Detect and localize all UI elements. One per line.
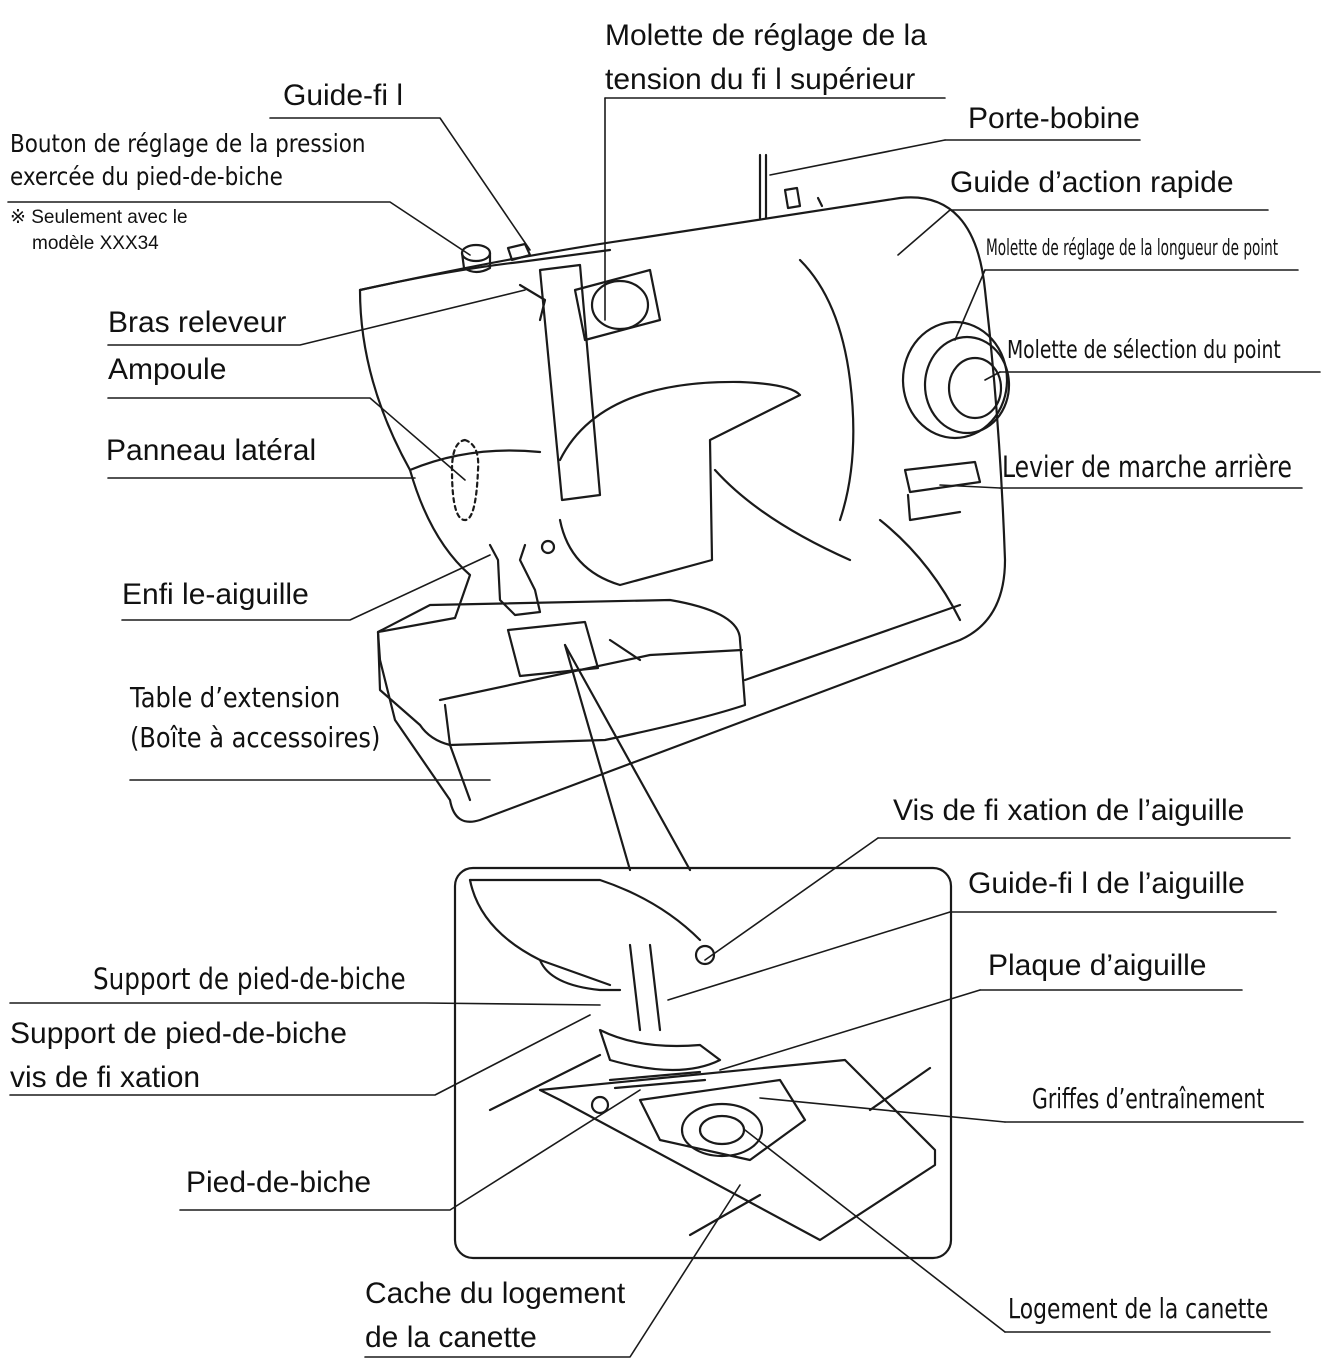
pressure-dial-note-line-1: ※ Seulement avec le [10, 207, 188, 228]
pressure-dial-label: Bouton de réglage de la pression exercée… [10, 127, 365, 193]
inset-detail-drawing [453, 866, 953, 1260]
bobbin-case-label: Logement de la canette [1008, 1292, 1269, 1325]
reverse-lever-label: Levier de marche arrière [1002, 450, 1292, 484]
stitch-length-dial-label: Molette de réglage de la longueur de poi… [986, 236, 1279, 261]
presser-foot-holder-label: Support de pied-de-biche [93, 962, 406, 996]
holder-screw-label: Support de pied-de-biche vis de fi xatio… [10, 1012, 347, 1100]
thread-guide-label: Guide-fi l [283, 79, 404, 112]
needle-plate-label: Plaque d’aiguille [988, 949, 1207, 982]
pressure-dial-label-line-1: Bouton de réglage de la pression [10, 129, 366, 158]
bobbin-cover-label-line-1: Cache du logement [365, 1277, 626, 1310]
pressure-dial-note-line-2: modèle XXX34 [32, 232, 159, 254]
needle-clamp-screw-label: Vis de fi xation de l’aiguille [893, 794, 1245, 827]
side-panel-label: Panneau latéral [106, 434, 317, 467]
tension-dial-label-line-2: tension du fi l supérieur [605, 63, 916, 96]
presser-foot-label: Pied-de-biche [186, 1166, 372, 1199]
take-up-lever-label: Bras releveur [108, 306, 287, 339]
pressure-dial-note: ※ Seulement avec le modèle XXX34 [10, 205, 188, 256]
spool-pin-label: Porte-bobine [968, 102, 1140, 135]
needle-threader-label: Enfi le-aiguille [122, 578, 309, 611]
extension-table-label-line-2: (Boîte à accessoires) [130, 721, 381, 754]
feed-dogs-label: Griffes d’entraînement [1032, 1082, 1265, 1115]
pressure-dial-label-line-2: exercée du pied-de-biche [10, 162, 283, 191]
pattern-dial-label: Molette de sélection du point [1007, 335, 1281, 364]
quick-guide-label: Guide d’action rapide [950, 166, 1234, 199]
bobbin-cover-label: Cache du logement de la canette [365, 1272, 625, 1360]
bulb-label: Ampoule [108, 353, 227, 386]
holder-screw-label-line-2: vis de fi xation [10, 1061, 201, 1094]
tension-dial-label-line-1: Molette de réglage de la [605, 19, 927, 52]
leader-lines [7, 97, 1321, 1358]
extension-table-label-line-1: Table d’extension [130, 681, 341, 714]
tension-dial-label: Molette de réglage de la tension du fi l… [605, 14, 927, 102]
machine-body-drawing [358, 153, 1011, 872]
extension-table-label: Table d’extension (Boîte à accessoires) [130, 678, 380, 758]
bobbin-cover-label-line-2: de la canette [365, 1321, 537, 1354]
holder-screw-label-line-1: Support de pied-de-biche [10, 1017, 347, 1050]
needle-bar-thread-guide-label: Guide-fi l de l’aiguille [968, 867, 1245, 900]
